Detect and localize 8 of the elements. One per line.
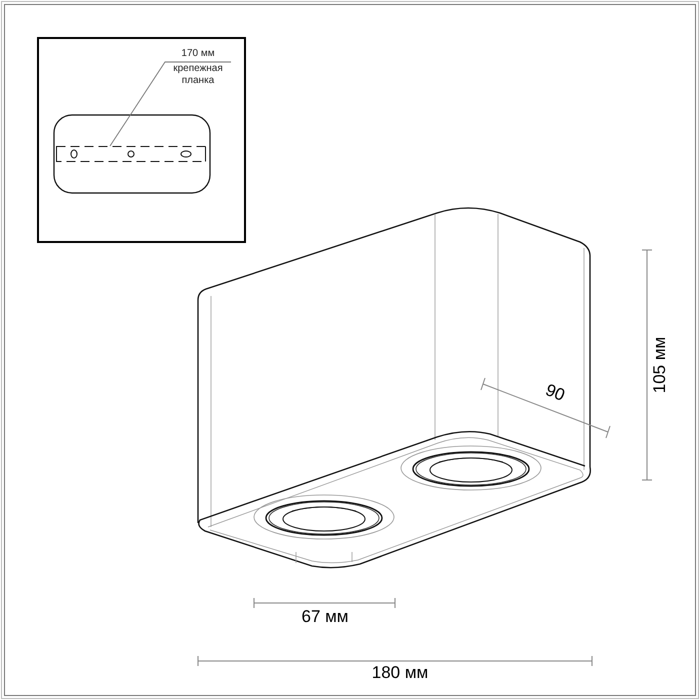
- dimension-label: 90: [542, 379, 568, 407]
- dimension-label: 105 мм: [650, 336, 670, 396]
- callout-text: 170 мм: [181, 48, 215, 60]
- mounting-bar: [56, 146, 206, 162]
- dimension-label: 180 мм: [370, 663, 430, 683]
- leader-line: [110, 62, 232, 146]
- callout-text: крепежная планка: [172, 63, 224, 87]
- dimension-label: 67 мм: [300, 607, 350, 627]
